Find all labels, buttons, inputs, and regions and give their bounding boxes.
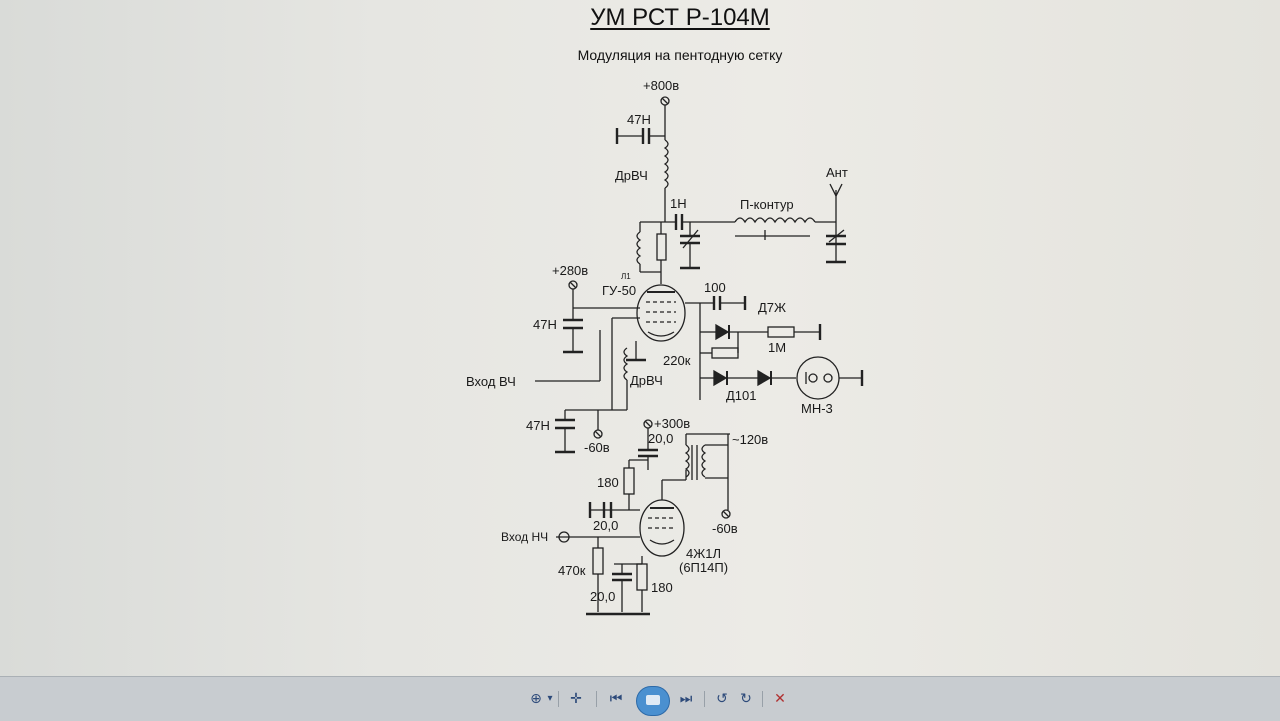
toolbar-divider xyxy=(558,691,559,707)
label-300v: +300в xyxy=(654,416,690,431)
label-drvch-top: ДрВЧ xyxy=(615,168,648,183)
label-vhod-nch: Вход НЧ xyxy=(501,530,548,544)
anode-resistor xyxy=(656,233,667,261)
label-60v-left: -60в xyxy=(584,440,610,455)
label-1n: 1Н xyxy=(670,196,687,211)
label-d7zh: Д7Ж xyxy=(758,300,786,315)
zoom-icon[interactable]: ⊕ xyxy=(530,691,542,707)
fit-to-window-icon[interactable]: ✛ xyxy=(570,691,582,707)
label-ant: Ант xyxy=(826,165,848,180)
label-l1: Л1 xyxy=(621,272,631,281)
resistor-180-bot xyxy=(636,563,648,591)
lamp-mn3 xyxy=(796,356,840,400)
label-120v: ~120в xyxy=(732,432,768,447)
slideshow-play-button[interactable] xyxy=(636,686,670,716)
diode-d7zh xyxy=(715,323,730,341)
label-47n-top: 47Н xyxy=(627,112,651,127)
label-20-mid: 20,0 xyxy=(593,518,618,533)
zoom-dropdown-chevron-down-icon[interactable]: ▾ xyxy=(547,693,553,704)
toolbar-divider xyxy=(596,691,597,707)
page-subtitle: Модуляция на пентодную сетку xyxy=(577,47,783,63)
label-180-bot: 180 xyxy=(651,580,673,595)
label-20-top: 20,0 xyxy=(648,431,673,446)
tube-gu50 xyxy=(636,284,686,342)
label-220k: 220к xyxy=(663,353,691,368)
label-47n-mid: 47Н xyxy=(533,317,557,332)
page-title: УМ РСТ Р-104М xyxy=(590,4,770,31)
label-280v: +280в xyxy=(552,263,588,278)
resistor-220k xyxy=(711,347,739,359)
label-800v: +800в xyxy=(643,78,679,93)
label-1m: 1М xyxy=(768,340,786,355)
label-47n-low: 47Н xyxy=(526,418,550,433)
previous-image-icon[interactable]: ⏮ xyxy=(609,691,623,707)
transformer-primary xyxy=(684,444,690,478)
label-20-bot: 20,0 xyxy=(590,589,615,604)
diode-d101-a xyxy=(713,369,728,387)
label-470k: 470к xyxy=(558,563,586,578)
label-180-top: 180 xyxy=(597,475,619,490)
rotate-left-icon[interactable]: ↺ xyxy=(716,691,728,707)
transformer-secondary xyxy=(701,444,707,478)
next-image-icon[interactable]: ⏭ xyxy=(679,691,693,707)
label-gu50: ГУ-50 xyxy=(602,283,636,298)
image-viewer-canvas: УМ РСТ Р-104М Модуляция на пентодную сет… xyxy=(0,0,1280,676)
label-6p14p: (6П14П) xyxy=(679,560,728,575)
label-mn3: МН-3 xyxy=(801,401,833,416)
label-60v-right: -60в xyxy=(712,521,738,536)
label-p-kontur: П-контур xyxy=(740,197,794,212)
toolbar-divider xyxy=(762,691,763,707)
resistor-180-top xyxy=(623,467,635,495)
resistor-1m xyxy=(767,326,795,338)
rotate-right-icon[interactable]: ↻ xyxy=(740,691,752,707)
choke-drvch-top xyxy=(663,139,669,189)
label-4zh1l: 4Ж1Л xyxy=(686,546,721,561)
label-100: 100 xyxy=(704,280,726,295)
diode-d101-b xyxy=(757,369,772,387)
toolbar-divider xyxy=(704,691,705,707)
schematic-diagram: +800в 47Н ДрВЧ 1Н П-контур Ант +280в Л1 … xyxy=(466,78,864,616)
label-d101: Д101 xyxy=(726,388,757,403)
resistor-470k xyxy=(592,547,604,575)
label-vhod-vch: Вход ВЧ xyxy=(466,374,516,389)
p-contour-coil xyxy=(734,217,816,224)
label-drvch-mid: ДрВЧ xyxy=(630,373,663,388)
delete-icon[interactable]: ✕ xyxy=(774,691,786,707)
